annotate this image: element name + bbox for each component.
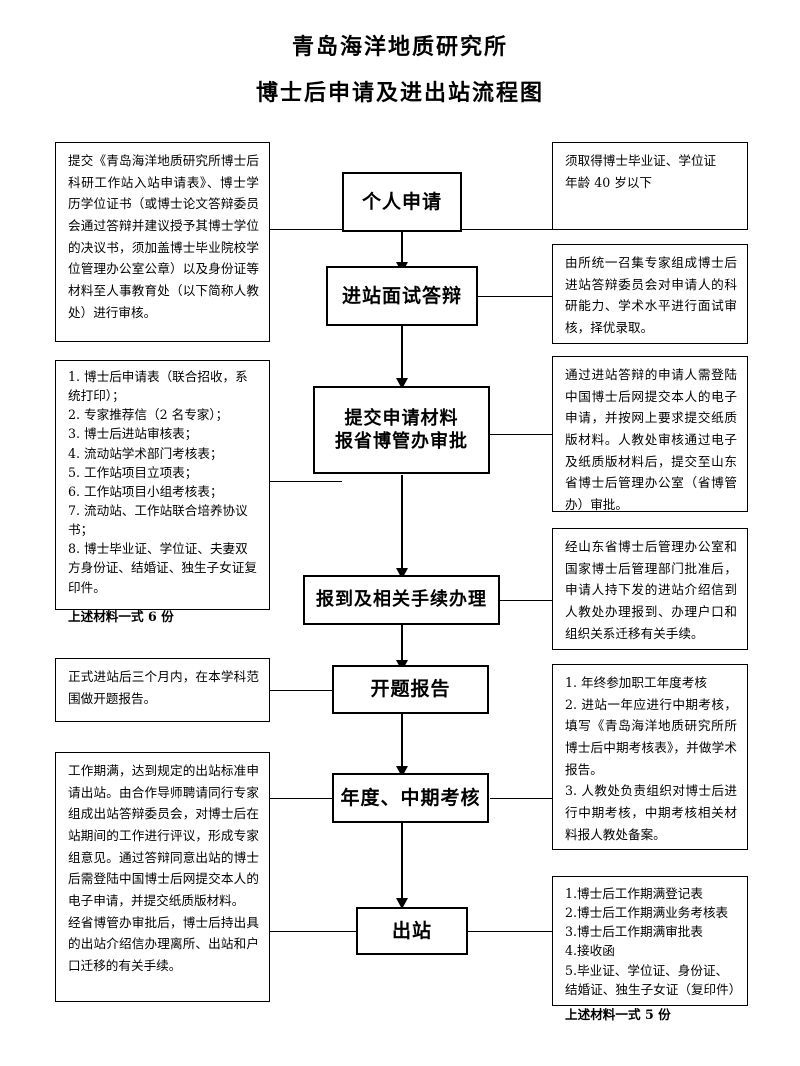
node-exit-station-label: 出站: [391, 919, 432, 942]
connector-right-4: [490, 600, 552, 601]
required-doc-item-3: 3. 博士后进站审核表；: [68, 426, 198, 442]
node-annual-midterm-review[interactable]: 年度、中期考核: [332, 773, 489, 823]
connector-left-2: [270, 481, 342, 482]
node-submit-materials[interactable]: 提交申请材料 报省博管办审批: [313, 386, 490, 474]
flow-arrow-head-2: [396, 378, 408, 389]
right-box-eligibility-line-1: 须取得博士毕业证、学位证: [565, 153, 717, 168]
node-registration-procedures-label: 报到及相关手续办理: [316, 589, 487, 611]
left-box-opening-report-text: 正式进站后三个月内，在本学科范围做开题报告。: [68, 669, 259, 706]
required-doc-item-5: 5. 工作站项目立项表；: [68, 464, 198, 480]
node-entry-interview-defense[interactable]: 进站面试答辩: [326, 266, 478, 326]
review-requirement-item-3: 3. 人教处负责组织对博士后进行中期考核，中期考核相关材料报人教处备案。: [565, 783, 737, 842]
connector-right-6: [468, 931, 552, 932]
left-box-opening-report-rule: 正式进站后三个月内，在本学科范围做开题报告。: [55, 658, 270, 722]
exit-material-item-2: 2.博士后工作期满业务考核表: [565, 905, 729, 921]
connector-right-3: [490, 434, 552, 435]
right-box-exit-materials: 1.博士后工作期满登记表 2.博士后工作期满业务考核表 3.博士后工作期满审批表…: [552, 876, 748, 1022]
connector-left-4: [270, 798, 332, 799]
connector-left-3: [270, 690, 332, 691]
node-submit-materials-label-line2: 报省博管办审批: [335, 431, 468, 452]
left-box-required-documents: 1. 博士后申请表（联合招收，系统打印）； 2. 专家推荐信（2 名专家）； 3…: [55, 360, 270, 624]
flow-arrow-line-2: [401, 326, 403, 384]
right-box-approval-registration-text: 经山东省博士后管理办公室和国家博士后管理部门批准后，申请人持下发的进站介绍信到人…: [565, 539, 737, 641]
node-registration-procedures[interactable]: 报到及相关手续办理: [303, 575, 500, 625]
left-box-exit-paragraph-2: 经省博管办审批后，博士后持出具的出站介绍信办理离所、出站和户口迁移的有关手续。: [68, 914, 259, 973]
node-opening-report[interactable]: 开题报告: [332, 665, 489, 714]
right-box-interview-committee-text: 由所统一召集专家组成博士后进站答辩委员会对申请人的科研能力、学术水平进行面试审核…: [565, 255, 737, 335]
exit-material-item-1: 1.博士后工作期满登记表: [565, 886, 703, 901]
node-entry-interview-defense-label: 进站面试答辩: [341, 284, 462, 307]
right-box-online-submission: 通过进站答辩的申请人需登陆中国博士后网提交本人的电子申请，并按网上要求提交纸质版…: [552, 356, 748, 512]
required-doc-item-2: 2. 专家推荐信（2 名专家）；: [68, 407, 229, 423]
required-doc-item-7: 7. 流动站、工作站联合培养协议书；: [68, 502, 248, 538]
required-doc-item-6: 6. 工作站项目小组考核表；: [68, 483, 223, 499]
node-personal-application-label: 个人申请: [361, 190, 442, 213]
right-box-eligibility-line-2: 年龄 40 岁以下: [565, 174, 653, 190]
connector-right-1: [462, 229, 552, 230]
right-box-eligibility: 须取得博士毕业证、学位证 年龄 40 岁以下: [552, 142, 748, 230]
flow-arrow-line-3: [401, 475, 403, 573]
connector-right-5: [490, 798, 552, 799]
flow-arrow-line-5: [401, 714, 403, 772]
right-box-approval-registration: 经山东省博士后管理办公室和国家博士后管理部门批准后，申请人持下发的进站介绍信到人…: [552, 528, 748, 650]
left-box-exit-procedure: 工作期满，达到规定的出站标准申请出站。由合作导师聘请同行专家组成出站答辩委员会，…: [55, 752, 270, 1002]
required-doc-item-1: 1. 博士后申请表（联合招收，系统打印）；: [68, 369, 248, 404]
flow-arrow-head-6: [396, 898, 408, 909]
flow-arrow-head-5: [396, 766, 408, 777]
review-requirement-item-1: 1. 年终参加职工年度考核: [565, 675, 707, 690]
flow-arrow-line-4: [401, 625, 403, 665]
required-doc-item-8: 8. 博士毕业证、学位证、夫妻双方身份证、结婚证、独生子女证复印件。: [68, 541, 257, 595]
review-requirement-item-2: 2. 进站一年应进行中期考核，填写《青岛海洋地质研究所所博士后中期考核表》，并做…: [565, 696, 737, 777]
connector-left-1: [270, 229, 344, 230]
exit-material-item-5: 5.毕业证、学位证、身份证、结婚证、独生子女证（复印件）: [565, 962, 742, 997]
required-doc-copies-note: 上述材料一式 6 份: [68, 608, 174, 624]
node-submit-materials-label-line1: 提交申请材料: [344, 407, 459, 429]
flow-arrow-line-6: [401, 823, 403, 905]
left-box-application-materials-text: 提交《青岛海洋地质研究所博士后科研工作站入站申请表》、博士学历学位证书（或博士论…: [68, 153, 259, 320]
required-doc-item-4: 4. 流动站学术部门考核表；: [68, 445, 223, 461]
right-box-interview-committee: 由所统一召集专家组成博士后进站答辩委员会对申请人的科研能力、学术水平进行面试审核…: [552, 244, 748, 344]
right-box-online-submission-text: 通过进站答辩的申请人需登陆中国博士后网提交本人的电子申请，并按网上要求提交纸质版…: [565, 367, 737, 512]
title-institute: 青岛海洋地质研究所: [291, 34, 508, 60]
exit-material-item-3: 3.博士后工作期满审批表: [565, 924, 703, 940]
flow-arrow-head-3: [396, 568, 408, 579]
connector-left-5: [270, 931, 356, 932]
page-title: 青岛海洋地质研究所 博士后申请及进出站流程图: [0, 30, 800, 110]
node-annual-midterm-review-label: 年度、中期考核: [340, 786, 481, 809]
node-opening-report-label: 开题报告: [370, 678, 451, 701]
title-subject: 博士后申请及进出站流程图: [255, 80, 544, 106]
exit-materials-copies-note: 上述材料一式 5 份: [565, 1006, 671, 1022]
left-box-application-materials: 提交《青岛海洋地质研究所博士后科研工作站入站申请表》、博士学历学位证书（或博士论…: [55, 142, 270, 342]
right-box-review-requirements: 1. 年终参加职工年度考核 2. 进站一年应进行中期考核，填写《青岛海洋地质研究…: [552, 664, 748, 850]
node-exit-station[interactable]: 出站: [356, 907, 468, 955]
left-box-exit-paragraph-1: 工作期满，达到规定的出站标准申请出站。由合作导师聘请同行专家组成出站答辩委员会，…: [68, 763, 259, 908]
flow-arrow-line-1: [401, 232, 403, 266]
connector-right-2: [478, 296, 552, 297]
node-personal-application[interactable]: 个人申请: [342, 172, 462, 232]
exit-material-item-4: 4.接收函: [565, 943, 615, 959]
